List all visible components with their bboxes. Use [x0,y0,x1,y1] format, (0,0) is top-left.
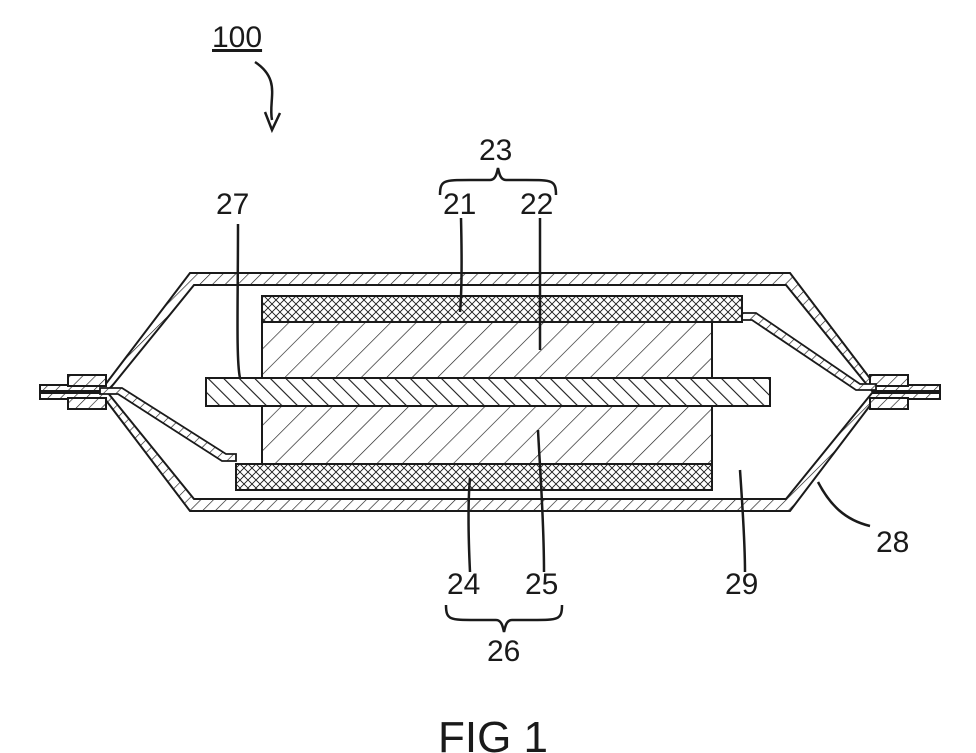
leader-27 [238,224,241,378]
brace-26 [446,605,562,632]
figure-caption: FIG 1 [438,713,548,753]
separator-27 [206,378,770,406]
label-22: 22 [520,188,553,221]
leader-24 [469,478,471,572]
negative-current-collector-24 [236,464,712,490]
label-23: 23 [479,134,512,167]
label-26: 26 [487,635,520,668]
label-24: 24 [447,568,480,601]
label-100: 100 [212,21,262,54]
leader-21 [460,218,462,312]
positive-current-collector-21 [262,296,742,322]
label-25: 25 [525,568,558,601]
leader-29 [740,470,745,572]
negative-active-layer-25 [262,406,712,464]
label-28: 28 [876,526,909,559]
left-tab-top [68,375,106,386]
positive-active-layer-22 [262,322,712,378]
label-27: 27 [216,188,249,221]
right-tab-bottom [870,398,908,409]
leader-28 [818,482,870,526]
arrow-100-leader [255,62,272,120]
left-tab-bottom [68,398,106,409]
label-29: 29 [725,568,758,601]
label-21: 21 [443,188,476,221]
